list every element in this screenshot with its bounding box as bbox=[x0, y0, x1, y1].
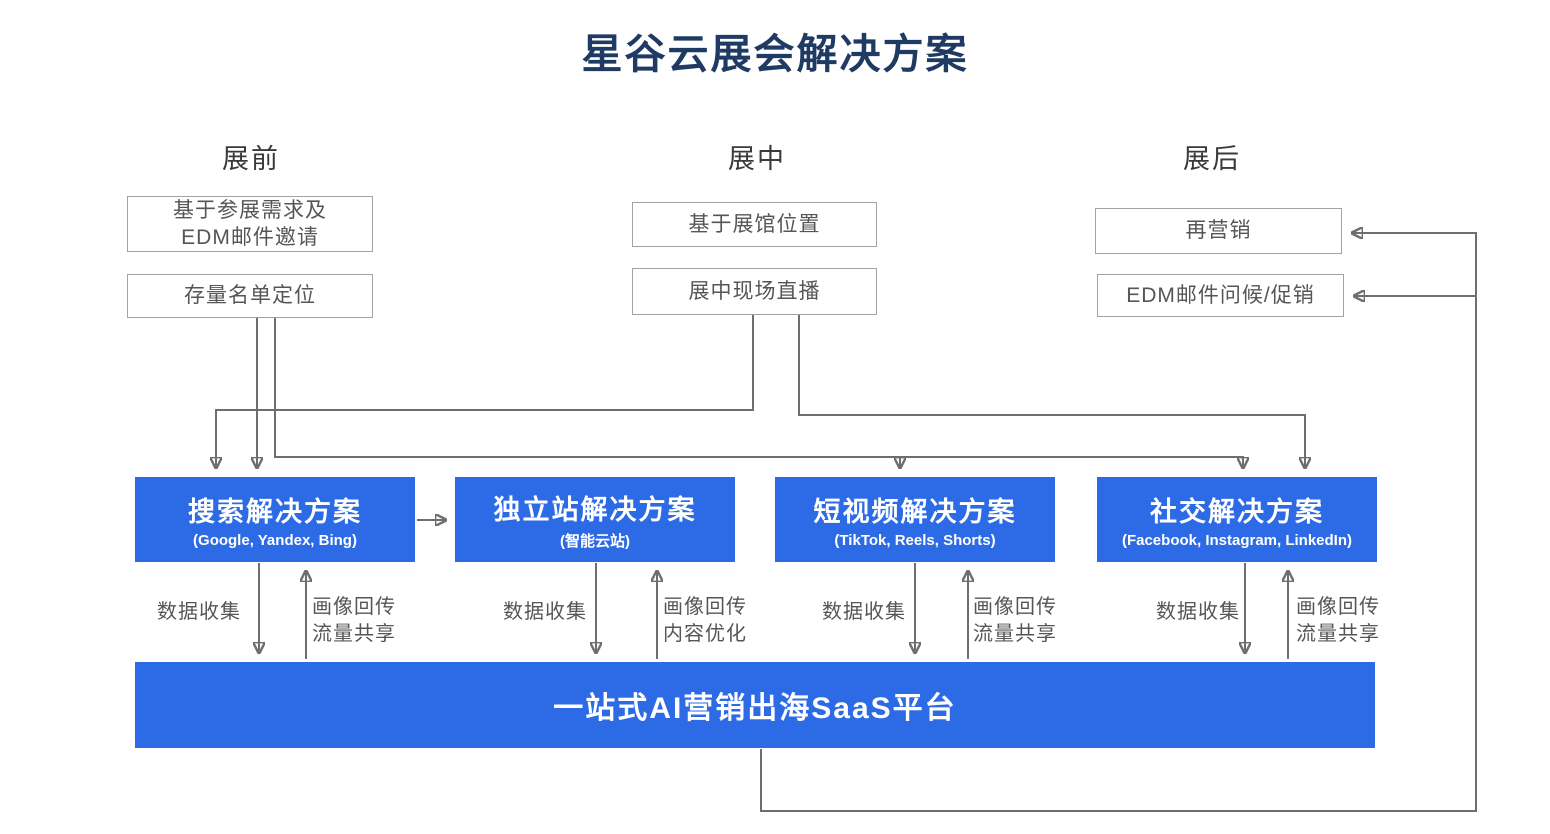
line-inventory-to-right bbox=[274, 318, 1243, 468]
phase-header-pre: 展前 bbox=[222, 144, 280, 174]
solution-website-subtitle: (智能云站) bbox=[560, 533, 630, 550]
solution-search-title: 搜索解决方案 bbox=[188, 497, 362, 527]
box-venue-location: 基于展馆位置 bbox=[632, 202, 877, 247]
solution-search: 搜索解决方案 (Google, Yandex, Bing) bbox=[135, 477, 415, 562]
arrow-live-to-social bbox=[798, 315, 1305, 468]
flow-website-down-label: 数据收集 bbox=[503, 601, 587, 623]
phase-header-during: 展中 bbox=[728, 144, 786, 174]
flow-search-down-label: 数据收集 bbox=[157, 601, 241, 623]
solution-website-title: 独立站解决方案 bbox=[493, 495, 697, 525]
platform-bar: 一站式AI营销出海SaaS平台 bbox=[135, 662, 1375, 748]
solution-social-subtitle: (Facebook, Instagram, LinkedIn) bbox=[1121, 532, 1353, 549]
arrow-live-to-search bbox=[216, 315, 754, 468]
flow-social-down-label: 数据收集 bbox=[1156, 601, 1240, 623]
solution-video-title: 短视频解决方案 bbox=[813, 497, 1017, 527]
loop-platform-to-remarketing bbox=[760, 233, 1477, 812]
flow-social-up-label: 画像回传 流量共享 bbox=[1296, 596, 1380, 645]
platform-bar-label: 一站式AI营销出海SaaS平台 bbox=[553, 692, 957, 725]
flow-search-up-label: 画像回传 流量共享 bbox=[312, 596, 396, 645]
flow-website-up-label: 画像回传 内容优化 bbox=[663, 596, 747, 645]
solution-search-subtitle: (Google, Yandex, Bing) bbox=[193, 532, 357, 549]
box-edm-greeting: EDM邮件问候/促销 bbox=[1097, 274, 1344, 317]
box-edm-invite: 基于参展需求及 EDM邮件邀请 bbox=[127, 196, 373, 252]
box-live-stream: 展中现场直播 bbox=[632, 268, 877, 315]
flow-video-down-label: 数据收集 bbox=[822, 601, 906, 623]
solution-video-subtitle: (TikTok, Reels, Shorts) bbox=[834, 532, 996, 549]
page-title: 星谷云展会解决方案 bbox=[581, 31, 969, 77]
phase-header-post: 展后 bbox=[1183, 144, 1241, 174]
solution-social-title: 社交解决方案 bbox=[1150, 497, 1324, 527]
solution-video: 短视频解决方案 (TikTok, Reels, Shorts) bbox=[775, 477, 1055, 562]
solution-website: 独立站解决方案 (智能云站) bbox=[455, 477, 735, 562]
box-inventory-list: 存量名单定位 bbox=[127, 274, 373, 318]
box-remarketing: 再营销 bbox=[1095, 208, 1342, 254]
flow-video-up-label: 画像回传 流量共享 bbox=[973, 596, 1057, 645]
solution-social: 社交解决方案 (Facebook, Instagram, LinkedIn) bbox=[1097, 477, 1377, 562]
